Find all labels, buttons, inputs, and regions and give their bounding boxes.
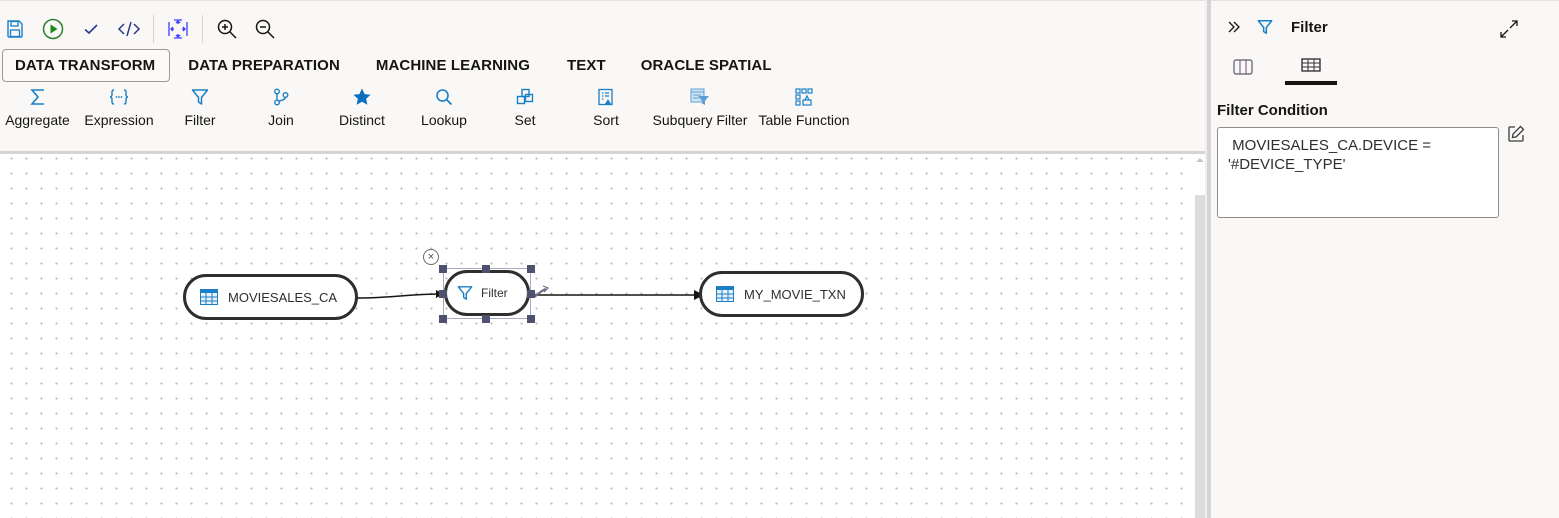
delete-node-icon[interactable]: × <box>423 249 439 265</box>
fit-screen-icon <box>168 19 188 39</box>
node-source-moviesales-ca[interactable]: MOVIESALES_CA <box>183 274 358 320</box>
pencil-edit-icon <box>1508 125 1525 142</box>
tab-oracle-spatial[interactable]: ORACLE SPATIAL <box>640 57 772 74</box>
table-icon <box>200 289 218 305</box>
sigma-icon <box>29 89 44 105</box>
code-icon <box>117 21 141 37</box>
resize-handle-sw[interactable] <box>439 315 447 323</box>
resize-handle-e[interactable] <box>527 290 535 298</box>
star-icon <box>353 88 371 105</box>
save-icon <box>7 20 23 38</box>
double-chevron-right-icon <box>1228 21 1240 33</box>
resize-handle-se[interactable] <box>527 315 535 323</box>
palette-item-table-function[interactable]: Table Function <box>758 85 850 128</box>
zoom-out-button[interactable] <box>246 10 284 48</box>
filter-icon <box>1257 20 1273 34</box>
zoom-in-button[interactable] <box>208 10 246 48</box>
node-target-my-movie-txn[interactable]: MY_MOVIE_TXN <box>699 271 864 317</box>
resize-handle-s[interactable] <box>482 315 490 323</box>
scrollbar-thumb[interactable] <box>1195 195 1205 518</box>
panel-tabs <box>1223 49 1359 85</box>
tab-data-transform[interactable]: DATA TRANSFORM <box>2 49 171 82</box>
palette-item-sort[interactable]: Sort <box>590 85 622 128</box>
resize-handle-w[interactable] <box>439 290 447 298</box>
palette-item-set[interactable]: Set <box>510 85 540 128</box>
code-button[interactable] <box>110 10 148 48</box>
filter-icon <box>191 89 209 105</box>
palette-item-lookup[interactable]: Lookup <box>420 85 468 128</box>
table-function-icon <box>795 88 813 106</box>
zoom-in-icon <box>217 19 237 39</box>
set-icon <box>516 88 534 105</box>
fit-to-screen-button[interactable] <box>159 10 197 48</box>
node-filter[interactable]: Filter <box>444 270 530 316</box>
table-icon <box>1301 58 1321 72</box>
resize-handle-n[interactable] <box>482 265 490 273</box>
toolbar-divider <box>153 15 154 43</box>
zoom-out-icon <box>255 19 275 39</box>
save-button[interactable] <box>0 10 34 48</box>
sort-icon <box>598 88 613 106</box>
expand-icon <box>1500 20 1518 38</box>
palette-item-subquery-filter[interactable]: Subquery Filter <box>653 85 747 128</box>
mapping-editor: DATA TRANSFORM DATA PREPARATION MACHINE … <box>0 0 1205 518</box>
canvas-vertical-scrollbar[interactable] <box>1194 154 1205 518</box>
properties-panel: Filter Filter Condition MOVIESALES_CA.DE… <box>1211 0 1559 518</box>
component-category-tabs: DATA TRANSFORM DATA PREPARATION MACHINE … <box>0 49 790 82</box>
node-label: Filter <box>481 286 508 300</box>
run-button[interactable] <box>34 10 72 48</box>
node-label: MOVIESALES_CA <box>228 289 338 305</box>
toolbar-divider <box>202 15 203 43</box>
filter-condition-label: Filter Condition <box>1217 102 1328 119</box>
filter-icon <box>457 286 473 300</box>
tab-machine-learning[interactable]: MACHINE LEARNING <box>375 57 530 74</box>
editor-toolbar <box>0 9 284 49</box>
mapping-canvas[interactable]: MOVIESALES_CA Filter × MY_MOVIE_TXN <box>0 154 1194 518</box>
palette-item-aggregate[interactable]: Aggregate <box>5 85 70 128</box>
scroll-up-arrow-icon[interactable] <box>1196 158 1204 162</box>
palette-item-filter[interactable]: Filter <box>180 85 220 128</box>
expand-panel-button[interactable] <box>1497 17 1521 41</box>
panel-header: Filter <box>1211 13 1559 41</box>
panel-title: Filter <box>1291 18 1328 36</box>
resize-handle-nw[interactable] <box>439 265 447 273</box>
palette-item-distinct[interactable]: Distinct <box>337 85 387 128</box>
columns-icon <box>1233 59 1253 75</box>
palette-item-join[interactable]: Join <box>266 85 296 128</box>
expression-icon <box>109 89 129 105</box>
edit-condition-button[interactable] <box>1505 123 1527 145</box>
canvas-top-border <box>0 151 1205 154</box>
resize-handle-ne[interactable] <box>527 265 535 273</box>
join-icon <box>274 88 289 106</box>
connector-lines <box>355 285 704 300</box>
subquery-filter-icon <box>690 88 709 105</box>
node-label: MY_MOVIE_TXN <box>744 286 846 302</box>
palette-item-expression[interactable]: Expression <box>84 85 154 128</box>
search-icon <box>436 89 453 106</box>
table-icon <box>716 286 734 302</box>
panel-splitter[interactable] <box>1205 0 1211 518</box>
filter-condition-field[interactable]: MOVIESALES_CA.DEVICE = '#DEVICE_TYPE' <box>1217 127 1499 218</box>
tab-attributes[interactable] <box>1223 49 1263 85</box>
check-icon <box>84 24 98 35</box>
collapse-panel-button[interactable] <box>1227 20 1241 34</box>
validate-button[interactable] <box>72 10 110 48</box>
tab-properties[interactable] <box>1285 49 1337 85</box>
tab-text[interactable]: TEXT <box>566 57 606 74</box>
play-icon <box>42 18 64 40</box>
tab-data-preparation[interactable]: DATA PREPARATION <box>188 57 340 74</box>
